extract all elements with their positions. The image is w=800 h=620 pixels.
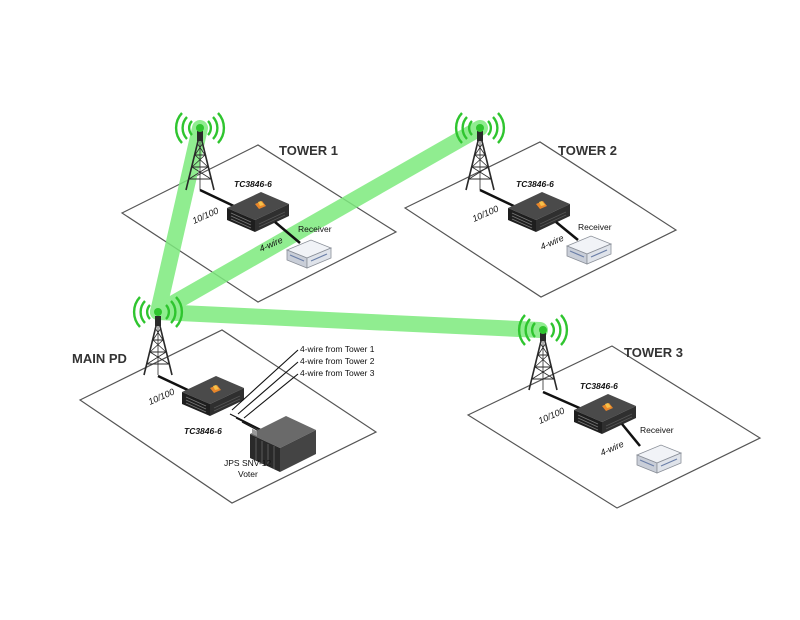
feed-line-tower3 xyxy=(243,373,299,419)
tower1-ethernet-link xyxy=(199,188,239,210)
tower3-4wire-link xyxy=(621,423,641,447)
main-device-label: TC3846-6 xyxy=(184,426,222,436)
tower1-4wire-link xyxy=(274,221,301,244)
tower2-4wire-link xyxy=(555,221,579,241)
radio-link-main-tower3 xyxy=(150,304,548,338)
main-feed-label-tower1: 4-wire from Tower 1 xyxy=(300,344,375,354)
voter-label-line1: JPS SNV-12 xyxy=(224,458,272,468)
voter-icon xyxy=(250,416,316,472)
main-ethernet-link xyxy=(157,374,193,394)
tower2-ethernet-link xyxy=(479,188,519,210)
tower2-device-label: TC3846-6 xyxy=(516,179,554,189)
main-feed-label-tower3: 4-wire from Tower 3 xyxy=(300,368,375,378)
radio-link-main-tower2 xyxy=(150,120,488,320)
tower1-device-label: TC3846-6 xyxy=(234,179,272,189)
main-4wire-feeds xyxy=(229,349,299,439)
tower3-title: TOWER 3 xyxy=(624,345,683,360)
tower3-ethernet-link xyxy=(542,390,585,412)
tower2-title: TOWER 2 xyxy=(558,143,617,158)
tower1-title: TOWER 1 xyxy=(279,143,338,158)
feed-line-tower1 xyxy=(231,349,299,411)
tower1-receiver-label: Receiver xyxy=(298,224,332,234)
tower3-receiver-label: Receiver xyxy=(640,425,674,435)
feed-line-voter-a xyxy=(229,413,263,431)
tower2-receiver-label: Receiver xyxy=(578,222,612,232)
tower3-device-label: TC3846-6 xyxy=(580,381,618,391)
main-title: MAIN PD xyxy=(72,351,127,366)
voter-label-line2: Voter xyxy=(238,469,258,479)
main-feed-label-tower2: 4-wire from Tower 2 xyxy=(300,356,375,366)
feed-line-tower2 xyxy=(237,361,299,415)
